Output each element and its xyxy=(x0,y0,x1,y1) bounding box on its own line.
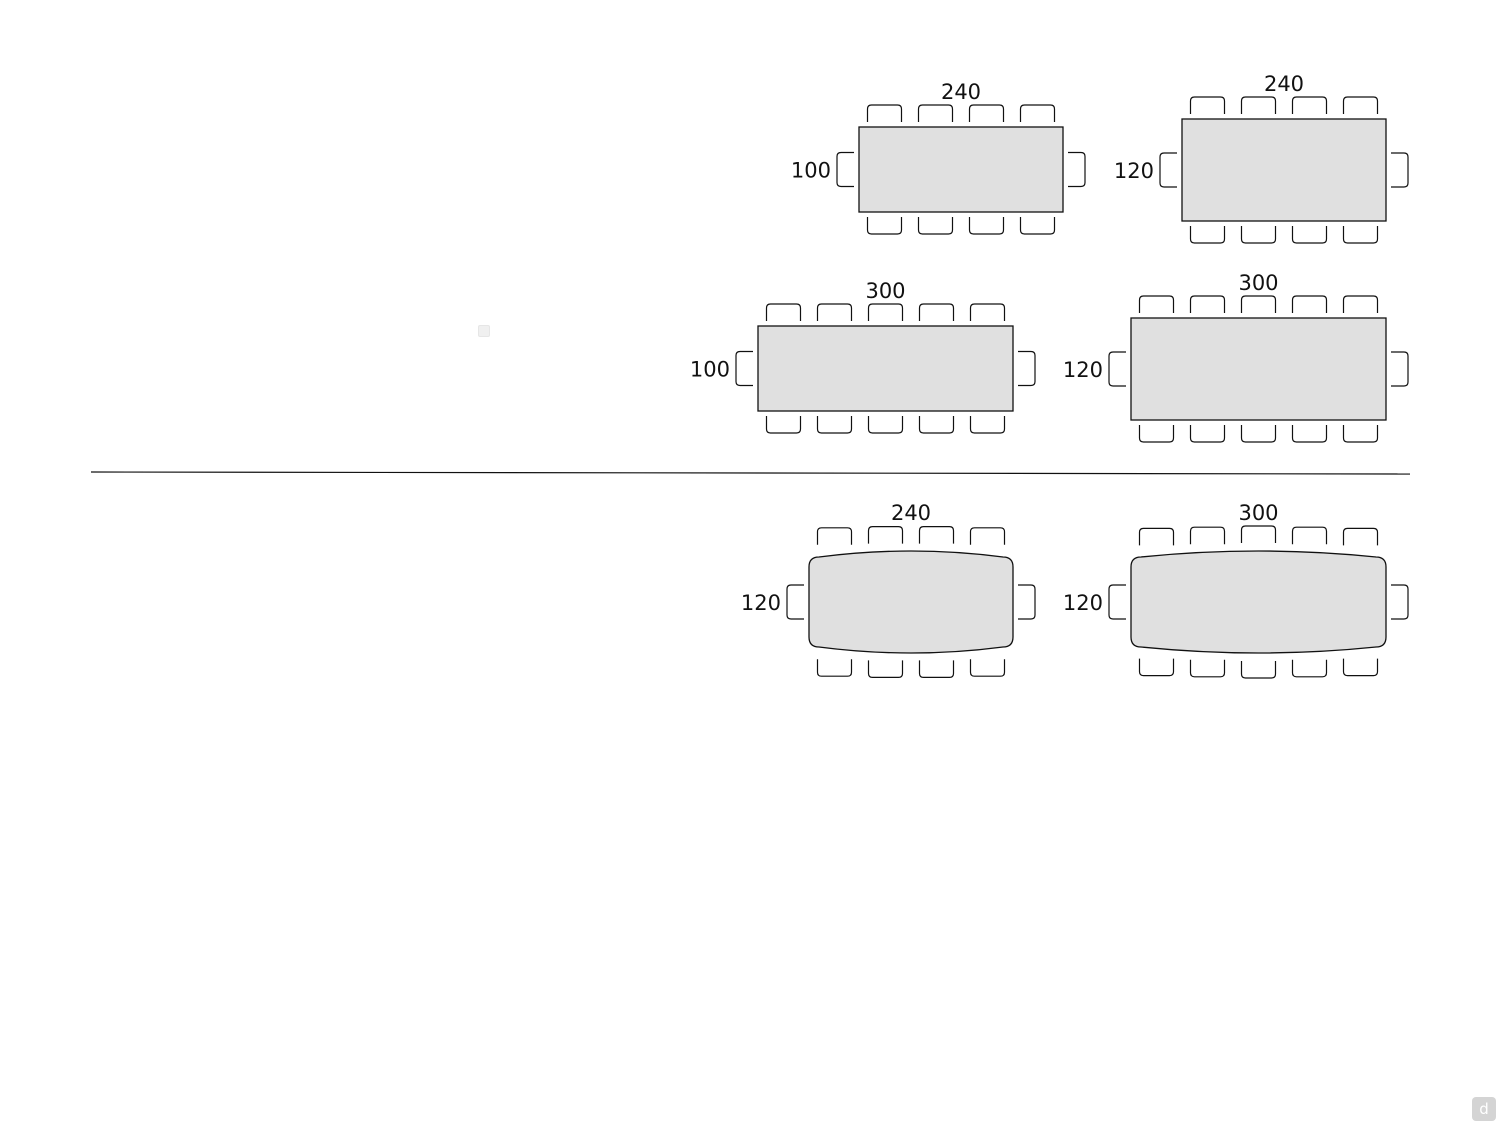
chair-top xyxy=(918,303,955,321)
table-group-t-300x100: 300 100 xyxy=(690,279,1036,434)
table-top-rectangle xyxy=(1181,118,1387,222)
chair-bottom xyxy=(816,416,853,434)
chair-bottom xyxy=(1240,661,1277,679)
chair-bottom xyxy=(1342,425,1379,443)
chair-left xyxy=(1108,351,1126,387)
chair-bottom xyxy=(969,659,1006,677)
width-label: 100 xyxy=(690,358,730,382)
chair-bottom xyxy=(1342,226,1379,244)
chair-bottom xyxy=(1291,425,1328,443)
chair-right xyxy=(1068,151,1086,188)
table-group-t-barrel-240x120: 240 120 xyxy=(741,501,1036,678)
chair-top xyxy=(1342,295,1379,313)
tables-layer: 240 100 240 120 300 100 300 120 240 120 300 120 xyxy=(690,72,1409,679)
chair-bottom xyxy=(867,660,904,678)
length-label: 300 xyxy=(1238,501,1278,525)
width-label: 120 xyxy=(1114,159,1154,183)
chair-top xyxy=(816,527,853,545)
chair-top xyxy=(1240,295,1277,313)
length-label: 240 xyxy=(941,80,981,104)
width-label: 100 xyxy=(791,159,831,183)
chair-bottom xyxy=(917,217,954,235)
chair-bottom xyxy=(866,217,903,235)
chair-right xyxy=(1018,350,1036,387)
chair-top xyxy=(1189,96,1226,114)
chair-top xyxy=(1291,295,1328,313)
chair-bottom xyxy=(1240,425,1277,443)
table-group-t-300x120: 300 120 xyxy=(1063,271,1409,443)
chair-right xyxy=(1391,152,1409,188)
length-label: 240 xyxy=(1264,72,1304,96)
chair-top xyxy=(765,303,802,321)
chair-bottom xyxy=(1189,425,1226,443)
chair-top xyxy=(1342,527,1379,546)
chair-bottom xyxy=(1019,217,1056,235)
chair-right xyxy=(1018,584,1036,620)
chair-top xyxy=(1019,104,1056,122)
chair-left xyxy=(735,350,753,387)
chair-top xyxy=(866,104,903,122)
chair-left xyxy=(1108,584,1126,620)
chair-top xyxy=(1342,96,1379,114)
brand-d-icon: d xyxy=(1472,1097,1496,1121)
chair-bottom xyxy=(867,416,904,434)
chair-top xyxy=(917,104,954,122)
chair-top xyxy=(816,303,853,321)
chair-bottom xyxy=(1189,226,1226,244)
chair-bottom xyxy=(1138,425,1175,443)
chair-top xyxy=(1189,526,1226,545)
length-label: 300 xyxy=(865,279,905,303)
chair-bottom xyxy=(1138,658,1175,677)
length-label: 300 xyxy=(1238,271,1278,295)
chair-top xyxy=(867,303,904,321)
chair-bottom xyxy=(765,416,802,434)
table-top-barrel xyxy=(808,550,1014,654)
chair-top xyxy=(1138,295,1175,313)
chair-right xyxy=(1391,584,1409,620)
chair-top xyxy=(1291,96,1328,114)
chair-top xyxy=(969,527,1006,545)
chair-bottom xyxy=(968,217,1005,235)
chair-bottom xyxy=(918,416,955,434)
table-top-rectangle xyxy=(1130,317,1387,421)
chair-bottom xyxy=(969,416,1006,434)
chair-bottom xyxy=(1291,226,1328,244)
table-group-t-240x100: 240 100 xyxy=(791,80,1086,235)
chair-bottom xyxy=(1342,658,1379,677)
width-label: 120 xyxy=(1063,591,1103,615)
chair-top xyxy=(968,104,1005,122)
chair-bottom xyxy=(918,660,955,678)
chair-left xyxy=(836,151,854,188)
chair-left xyxy=(1159,152,1177,188)
chair-top xyxy=(1291,526,1328,545)
chair-top xyxy=(969,303,1006,321)
chair-left xyxy=(786,584,804,620)
chair-bottom xyxy=(1291,659,1328,678)
chair-bottom xyxy=(1240,226,1277,244)
chair-top xyxy=(867,526,904,544)
chair-top xyxy=(1240,525,1277,543)
length-label: 240 xyxy=(891,501,931,525)
table-top-rectangle xyxy=(858,126,1064,213)
width-label: 120 xyxy=(741,591,781,615)
chair-bottom xyxy=(816,659,853,677)
table-group-t-barrel-300x120: 300 120 xyxy=(1063,501,1409,679)
width-label: 120 xyxy=(1063,358,1103,382)
chair-top xyxy=(1240,96,1277,114)
placeholder-square-icon xyxy=(478,325,490,337)
section-divider xyxy=(90,471,1411,475)
chair-bottom xyxy=(1189,659,1226,678)
chair-top xyxy=(1189,295,1226,313)
table-group-t-240x120: 240 120 xyxy=(1114,72,1409,244)
chair-top xyxy=(918,526,955,544)
chair-right xyxy=(1391,351,1409,387)
table-top-barrel xyxy=(1130,550,1387,654)
table-top-rectangle xyxy=(757,325,1014,412)
chair-top xyxy=(1138,527,1175,546)
